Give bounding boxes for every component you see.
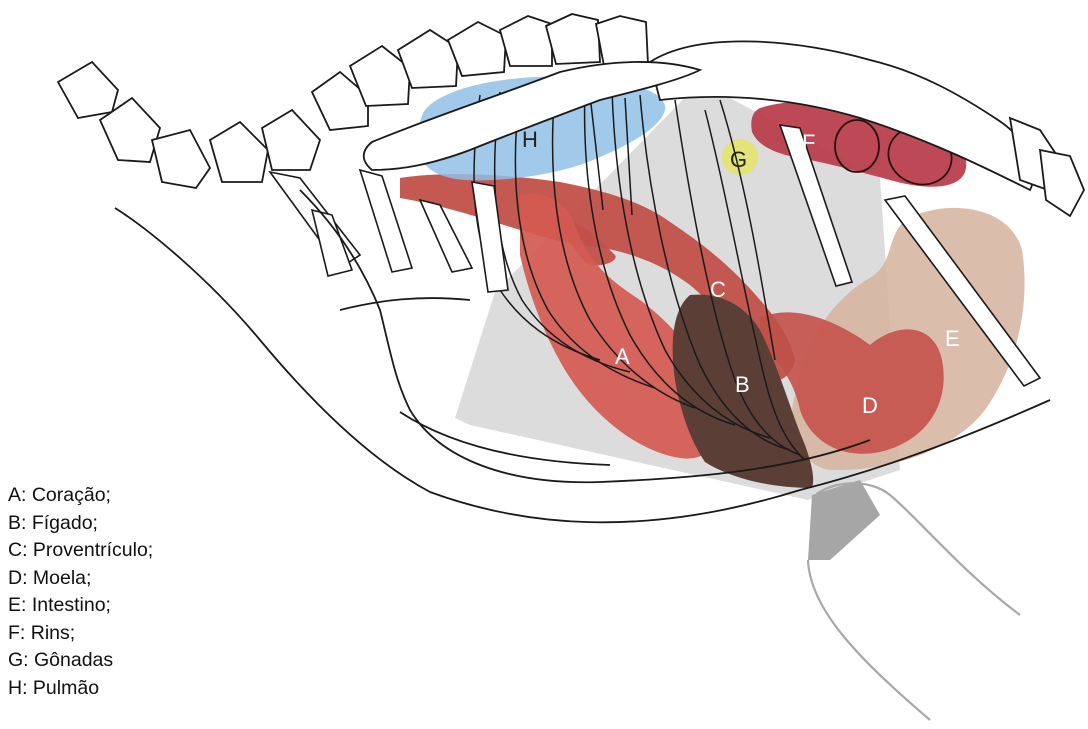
- label-lungs: H: [522, 127, 538, 152]
- vertebra: [596, 16, 648, 66]
- label-proventriculus: C: [710, 277, 726, 302]
- label-liver: B: [735, 372, 750, 397]
- legend-item-kidneys: F: Rins;: [8, 620, 153, 648]
- legend-item-proventriculus: C: Proventrículo;: [8, 537, 153, 565]
- vertebra: [262, 110, 320, 170]
- legend-item-liver: B: Fígado;: [8, 510, 153, 538]
- label-intestine: E: [945, 326, 960, 351]
- tail-vertebra: [210, 122, 268, 182]
- legend-item-gizzard: D: Moela;: [8, 565, 153, 593]
- label-kidneys: F: [802, 130, 815, 155]
- legend-item-gonads: G: Gônadas: [8, 647, 153, 675]
- label-gizzard: D: [862, 393, 878, 418]
- organ-legend: A: Coração; B: Fígado; C: Proventrículo;…: [8, 482, 153, 702]
- sacral-vertebra: [1040, 150, 1084, 216]
- legend-item-intestine: E: Intestino;: [8, 592, 153, 620]
- vertebra: [500, 16, 552, 66]
- tail-vertebra: [58, 62, 118, 118]
- label-gonads: G: [730, 147, 747, 172]
- vertebra: [546, 14, 600, 64]
- label-heart: A: [615, 344, 630, 369]
- legend-item-heart: A: Coração;: [8, 482, 153, 510]
- tail-vertebra: [152, 130, 210, 188]
- legend-item-lungs: H: Pulmão: [8, 675, 153, 703]
